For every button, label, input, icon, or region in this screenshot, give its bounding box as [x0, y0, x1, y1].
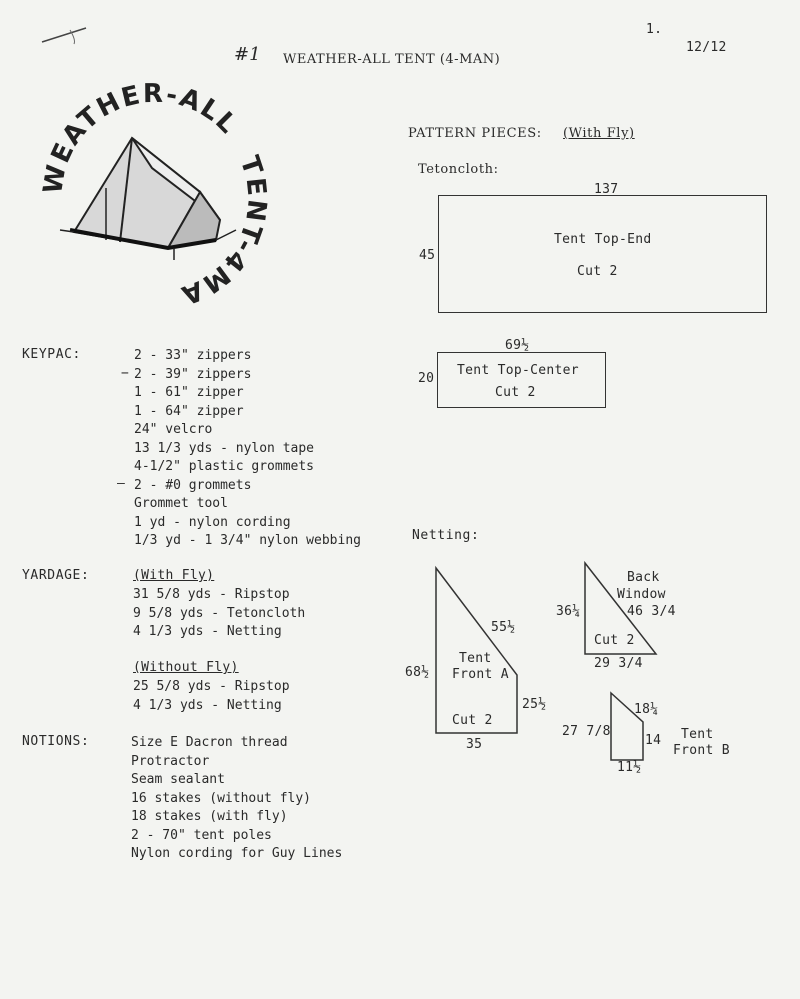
front-a-base: 35: [466, 737, 483, 752]
notions-list: Size E Dacron thread Protractor Seam sea…: [131, 734, 342, 864]
list-item: 1/3 yd - 1 3/4" nylon webbing: [134, 533, 361, 548]
front-b-base: 11½: [617, 760, 642, 775]
yardage-with-fly-list: 31 5/8 yds - Ripstop 9 5/8 yds - Tetoncl…: [133, 586, 305, 642]
list-item: Size E Dacron thread: [131, 735, 288, 750]
list-item: 13 1/3 yds - nylon tape: [134, 440, 315, 456]
back-window-height: 36¼: [556, 604, 581, 619]
page-title: WEATHER-ALL TENT (4-MAN): [283, 52, 501, 67]
item-number: #1: [234, 44, 261, 65]
top-end-height: 45: [419, 248, 436, 263]
piece-name: Tent Top-Center: [457, 363, 579, 378]
front-a-side: 25½: [522, 697, 547, 712]
piece-cut: Cut 2: [577, 264, 618, 279]
list-item: 9 5/8 yds - Tetoncloth: [133, 605, 306, 621]
piece-tent-top-center: Tent Top-Center Cut 2: [437, 352, 606, 408]
front-b-height: 27 7/8: [562, 724, 611, 739]
yardage-with-fly-heading: (With Fly): [133, 568, 215, 583]
front-b-side: 14: [645, 733, 662, 748]
list-item: 1 - 61" zipper: [134, 385, 244, 400]
list-item: 24" velcro: [134, 422, 213, 437]
page-number: 1.: [646, 22, 663, 37]
pattern-pieces-note: (With Fly): [563, 126, 635, 141]
back-window-base: 29 3/4: [594, 656, 643, 671]
front-a-cut: Cut 2: [452, 713, 493, 728]
top-center-height: 20: [418, 371, 435, 386]
top-center-width: 69½: [505, 338, 530, 353]
list-item: 16 stakes (without fly): [131, 790, 312, 806]
front-b-name-2: Front B: [673, 743, 730, 758]
list-item: Grommet tool: [134, 496, 228, 511]
front-b-top: 18¼: [634, 702, 659, 717]
weather-all-logo: WEATHER-ALL TENT-4MAN: [40, 80, 270, 310]
back-window-name-2: Window: [617, 587, 666, 602]
front-b-name-1: Tent: [681, 727, 714, 742]
front-a-slope: 55½: [491, 620, 516, 635]
list-item: 1 - 64" zipper: [134, 403, 244, 419]
piece-name: Tent Top-End: [554, 232, 652, 247]
front-a-name-2: Front A: [452, 667, 509, 682]
document-code: 12/12: [686, 40, 727, 55]
list-item: 31 5/8 yds - Ripstop: [133, 587, 290, 602]
front-a-height: 68½: [405, 665, 430, 680]
back-window-name-1: Back: [627, 570, 660, 585]
front-a-name-1: Tent: [459, 651, 492, 666]
list-item: 4-1/2" plastic grommets: [134, 459, 315, 474]
list-item: 1 yd - nylon cording: [134, 514, 291, 530]
keypac-label: KEYPAC:: [22, 347, 81, 362]
list-item: Nylon cording for Guy Lines: [131, 846, 343, 861]
piece-cut: Cut 2: [495, 385, 536, 400]
list-item: 4 1/3 yds - Netting: [133, 624, 282, 639]
tent-logo-icon: WEATHER-ALL TENT-4MAN: [40, 80, 270, 310]
top-end-width: 137: [594, 182, 619, 197]
list-item: 2 - 33" zippers: [134, 348, 252, 363]
list-item: 25 5/8 yds - Ripstop: [133, 679, 290, 694]
yardage-without-fly-heading: (Without Fly): [133, 660, 239, 675]
list-item: 4 1/3 yds - Netting: [133, 697, 282, 713]
list-item: 2 - 70" tent poles: [131, 827, 272, 843]
fabric-label: Tetoncloth:: [418, 162, 499, 177]
back-window-cut: Cut 2: [594, 633, 635, 648]
pattern-pieces-heading: PATTERN PIECES:: [408, 126, 542, 141]
list-item: 2 - 39" zippers: [134, 366, 252, 382]
check-mark-icon: −: [121, 366, 130, 381]
list-item: 18 stakes (with fly): [131, 809, 288, 824]
check-mark-icon: —: [117, 476, 126, 491]
keypac-list: 2 - 33" zippers 2 - 39" zippers 1 - 61" …: [134, 347, 361, 551]
netting-label: Netting:: [412, 528, 480, 543]
list-item: 2 - #0 grommets: [134, 477, 252, 493]
notions-label: NOTIONS:: [22, 734, 90, 749]
back-window-slope: 46 3/4: [627, 604, 676, 619]
piece-tent-top-end: Tent Top-End Cut 2: [438, 195, 767, 313]
yardage-without-fly-list: 25 5/8 yds - Ripstop 4 1/3 yds - Netting: [133, 678, 290, 715]
list-item: Protractor: [131, 753, 210, 769]
yardage-label: YARDAGE:: [22, 568, 90, 583]
list-item: Seam sealant: [131, 772, 225, 787]
